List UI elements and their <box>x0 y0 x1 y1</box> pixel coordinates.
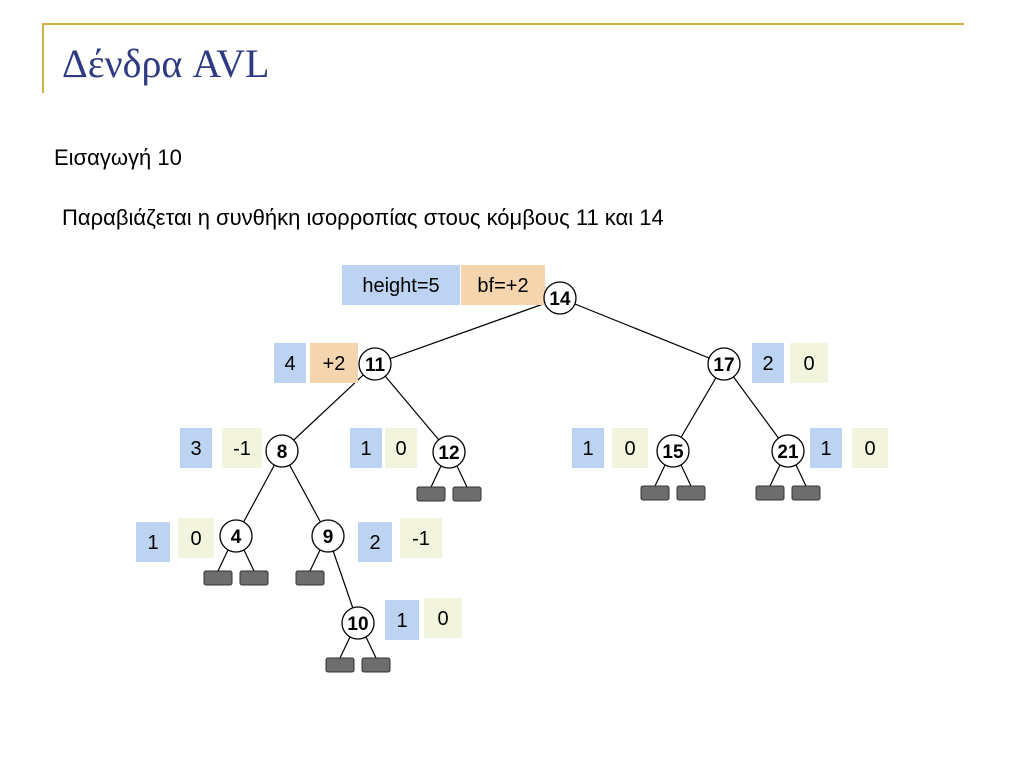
balance-factor-box <box>178 518 214 558</box>
node-key: 4 <box>231 527 242 548</box>
null-leaf <box>640 485 670 501</box>
height-box <box>810 428 842 468</box>
height-box <box>572 428 604 468</box>
node-key: 15 <box>662 442 684 463</box>
tree-node-11 <box>358 347 392 381</box>
null-leaf <box>452 486 482 502</box>
null-leaf <box>203 570 233 586</box>
null-child-edge <box>365 636 377 659</box>
balance-factor-box-violation <box>461 265 545 305</box>
null-child-edge <box>795 464 807 487</box>
node-key: 10 <box>347 614 368 635</box>
balance-factor-label: 0 <box>803 353 814 375</box>
tree-node-10 <box>341 606 375 640</box>
tree-node-12 <box>432 435 466 469</box>
balance-factor-box <box>424 598 462 638</box>
title-accent-line-top <box>42 23 964 25</box>
height-box <box>136 522 170 562</box>
slide-subtitle: Εισαγωγή 10 <box>54 145 182 170</box>
node-key: 12 <box>438 443 459 464</box>
height-label: 2 <box>762 353 773 375</box>
height-box <box>274 343 306 383</box>
height-label: 3 <box>190 438 201 460</box>
null-leaf <box>295 570 325 586</box>
node-key: 8 <box>277 442 288 463</box>
balance-factor-box <box>852 428 888 468</box>
height-label: height=5 <box>362 275 439 297</box>
null-leaf <box>755 485 785 501</box>
tree-edge <box>559 297 725 365</box>
null-leaf <box>416 486 446 502</box>
height-label: 1 <box>147 532 158 554</box>
null-child-edge <box>309 549 321 572</box>
balance-factor-label: -1 <box>233 438 251 460</box>
height-label: 4 <box>284 353 295 375</box>
height-label: 1 <box>396 610 407 632</box>
height-label: 1 <box>582 438 593 460</box>
balance-factor-box <box>612 428 648 468</box>
tree-node-8 <box>265 434 299 468</box>
balance-factor-box-violation <box>310 343 358 383</box>
balance-factor-label: 0 <box>437 608 448 630</box>
slide-title: Δένδρα AVL <box>62 41 270 86</box>
tree-node-17 <box>707 347 741 381</box>
tree-node-21 <box>771 434 805 468</box>
balance-factor-label: -1 <box>412 528 430 550</box>
height-box <box>350 428 382 468</box>
tree-node-14 <box>543 281 577 315</box>
tree-edge <box>723 363 789 452</box>
balance-factor-label: 0 <box>864 438 875 460</box>
null-child-edge <box>243 549 255 572</box>
balance-factor-label: 0 <box>395 438 406 460</box>
null-child-edge <box>217 549 229 572</box>
height-box <box>180 428 212 468</box>
tree-edge <box>374 363 450 453</box>
null-leaf <box>361 657 391 673</box>
balance-factor-label: 0 <box>624 438 635 460</box>
balance-factor-label: 0 <box>190 528 201 550</box>
tree-edge <box>374 297 561 365</box>
balance-factor-box <box>400 518 442 558</box>
null-leaf <box>791 485 821 501</box>
height-label: 1 <box>360 438 371 460</box>
null-child-edge <box>339 636 351 659</box>
null-child-edge <box>680 464 692 487</box>
balance-factor-label: bf=+2 <box>477 275 528 297</box>
tree-node-15 <box>656 434 690 468</box>
balance-factor-box <box>790 343 828 383</box>
node-key: 14 <box>549 289 571 310</box>
null-child-edge <box>769 464 781 487</box>
tree-edge <box>281 363 376 452</box>
null-child-edge <box>456 465 468 488</box>
title-accent-line-left <box>42 23 44 93</box>
balance-factor-box <box>222 428 262 468</box>
null-leaf <box>239 570 269 586</box>
node-key: 17 <box>713 355 734 376</box>
node-key: 21 <box>777 442 799 463</box>
height-box <box>358 522 392 562</box>
node-key: 11 <box>365 355 386 376</box>
violation-note: Παραβιάζεται η συνθήκη ισορροπίας στους … <box>62 205 664 230</box>
balance-factor-label: +2 <box>323 353 346 375</box>
height-box <box>385 600 419 640</box>
height-label: 1 <box>820 438 831 460</box>
tree-edge <box>672 363 725 452</box>
height-box <box>342 265 460 305</box>
height-box <box>752 343 784 383</box>
height-label: 2 <box>369 532 380 554</box>
null-child-edge <box>654 464 666 487</box>
null-leaf <box>325 657 355 673</box>
null-child-edge <box>430 465 442 488</box>
tree-node-9 <box>311 519 345 553</box>
null-leaf <box>676 485 706 501</box>
tree-node-4 <box>219 519 253 553</box>
balance-factor-box <box>385 428 417 468</box>
node-key: 9 <box>323 527 334 548</box>
